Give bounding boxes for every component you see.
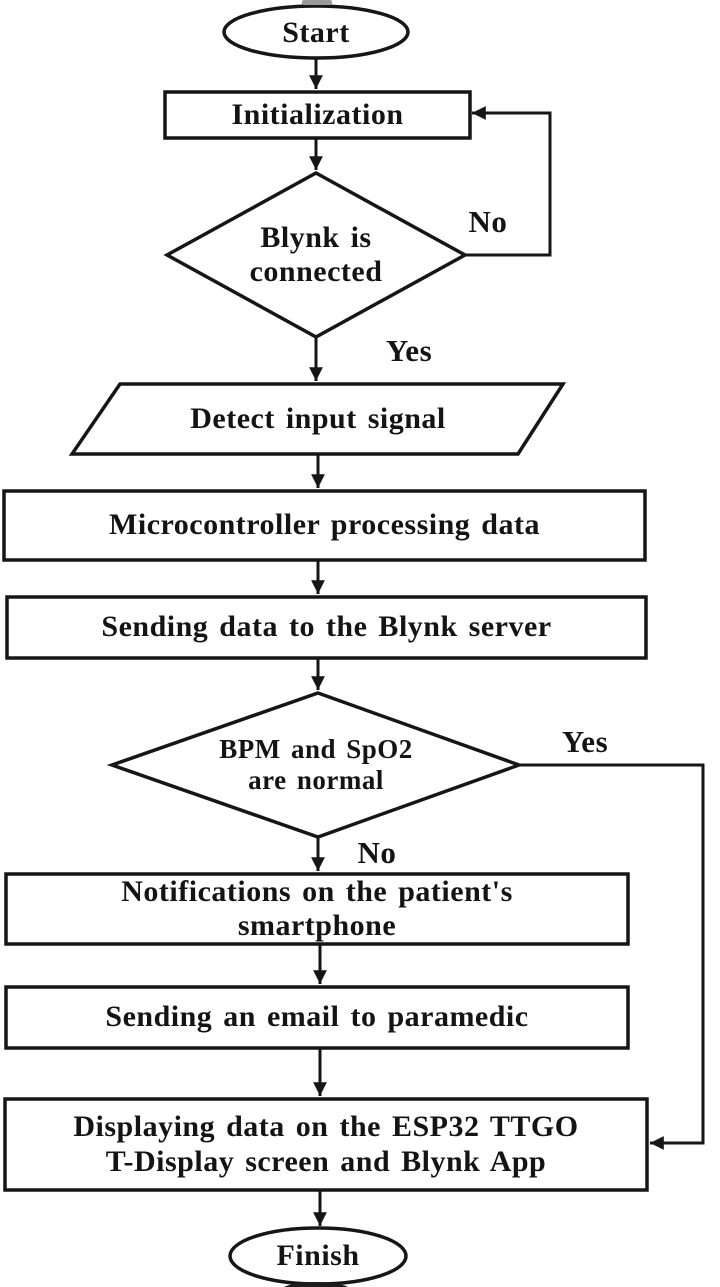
vitals-normal-decision-shape	[106, 691, 525, 839]
microcontroller-process-shape	[2, 489, 647, 562]
send-to-server-label: Sending data to the Blynk server	[101, 610, 552, 644]
vitals-normal-label: BPM and SpO2 are normal	[219, 733, 413, 795]
initialization-label: Initialization	[231, 97, 404, 131]
initialization-process-shape	[163, 90, 472, 140]
artifact-bottom-smudge	[283, 1282, 349, 1287]
blynk-yes-edge-label: Yes	[385, 333, 433, 369]
start-label: Start	[282, 15, 350, 49]
vitals-no-edge-label: No	[357, 835, 397, 871]
blynk-connected-decision-shape	[163, 171, 469, 339]
start-terminator-shape	[222, 4, 410, 60]
blynk-connected-label: Blynk is connected	[249, 220, 383, 289]
send-to-server-process-shape	[5, 595, 648, 660]
blynk-no-edge-label: No	[468, 204, 508, 240]
detect-input-io-shape	[68, 382, 567, 456]
display-data-label: Displaying data on the ESP32 TTGO T-Disp…	[73, 1110, 579, 1178]
microcontroller-label: Microcontroller processing data	[109, 508, 540, 542]
email-paramedic-label: Sending an email to paramedic	[105, 1000, 529, 1034]
edge-blynk-no-loop	[465, 106, 552, 257]
notifications-process-shape	[4, 872, 630, 946]
detect-input-label: Detect input signal	[190, 401, 446, 435]
notifications-label: Notifications on the patient's smartphon…	[121, 874, 513, 943]
display-data-process-shape	[3, 1097, 649, 1192]
artifact-top-smudge	[302, 0, 332, 5]
edge-vitals-yes-bypass	[519, 763, 705, 1150]
email-paramedic-process-shape	[4, 985, 630, 1050]
finish-label: Finish	[276, 1238, 360, 1272]
vitals-yes-edge-label: Yes	[561, 724, 609, 760]
